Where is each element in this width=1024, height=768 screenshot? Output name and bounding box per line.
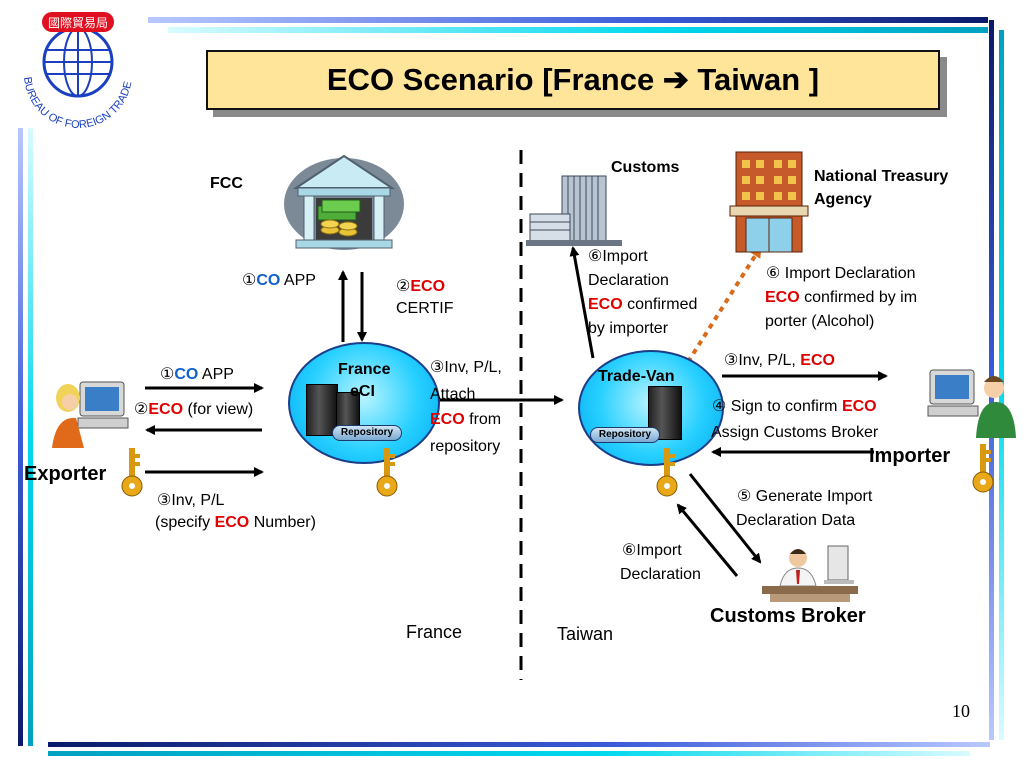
customs-building-icon <box>526 175 622 246</box>
step-gen-1: ⑤ Generate Import <box>737 488 873 505</box>
slide-title: ECO Scenario [France ➔ Taiwan ] <box>206 50 940 110</box>
step-broker-1: ⑥Import <box>622 542 682 559</box>
importer-key-icon <box>972 444 994 493</box>
step-fcc-co-num: ① <box>242 272 257 289</box>
tradevan-key-icon <box>656 448 678 497</box>
left-bar-dark <box>18 128 23 746</box>
treasury-label-2: Agency <box>814 191 872 208</box>
exporter-label: Exporter <box>24 463 107 485</box>
tradevan-repository: Repository <box>590 427 660 443</box>
step-fcc-certif-text: CERTIF <box>396 300 454 317</box>
customs-broker-label: Customs Broker <box>710 605 866 627</box>
importer-label: Importer <box>869 445 951 467</box>
step-treas-1: ⑥ Import Declaration <box>766 265 916 282</box>
step-fcc-co-app: ①CO APP <box>242 270 316 292</box>
step-attach-2: Attach <box>430 386 476 403</box>
step-exp-view-eco: ECO <box>148 401 184 418</box>
step-attach-from: from <box>464 411 502 428</box>
step-exp-eco-view: ②ECO (for view) <box>134 399 253 421</box>
arrow-tradevan-to-treasury <box>686 245 762 364</box>
step-assign-broker: Assign Customs Broker <box>711 424 879 441</box>
logo-chinese-text: 國際貿易局 <box>48 16 108 30</box>
step-treas-2: ECO confirmed by im <box>765 287 917 309</box>
exporter-key-icon <box>121 448 143 497</box>
step-fcc-co-text: APP <box>280 272 316 289</box>
treasury-building-icon <box>729 151 809 253</box>
step-treas-confirmed: confirmed by im <box>799 289 918 306</box>
customs-label: Customs <box>611 159 680 176</box>
step-treas-eco: ECO <box>765 289 800 306</box>
france-eci-label-1: France <box>338 361 391 378</box>
arrow-broker-to-tradevan <box>676 503 739 577</box>
step-attach-4: repository <box>430 438 501 455</box>
step-exp-inv-1: ③Inv, P/L <box>157 492 225 509</box>
step-sign-confirm: ④ Sign to confirm ECO <box>712 396 877 418</box>
step-cust-confirmed: confirmed <box>622 296 698 313</box>
left-bar-cyan <box>28 128 33 746</box>
step-exp-inv-2: (specify ECO Number) <box>155 512 316 534</box>
step-exp-co-code: CO <box>174 366 199 383</box>
step-imp-inv: ③Inv, P/L, ECO <box>724 350 835 372</box>
fcc-bank-icon <box>284 154 404 250</box>
page-number: 10 <box>952 701 970 721</box>
bottom-bar-cyan <box>48 751 970 756</box>
step-attach-eco: ECO <box>430 411 465 428</box>
step-broker-2: Declaration <box>620 566 701 583</box>
arrow-tradevan-to-broker <box>688 473 762 564</box>
step-imp-inv-text: ③Inv, P/L, <box>724 352 801 369</box>
step-cust-1: ⑥Import <box>588 248 648 265</box>
step-fcc-eco-certif: ②ECO <box>396 276 445 298</box>
step-sign-text: ④ Sign to confirm <box>712 398 842 415</box>
top-bar-cyan <box>168 27 988 33</box>
trade-van-node <box>578 350 724 466</box>
eci-key-icon <box>376 448 398 497</box>
step-fcc-co-code: CO <box>256 272 281 289</box>
step-exp-co-app: ①CO APP <box>160 364 234 386</box>
step-imp-inv-eco: ECO <box>800 352 835 369</box>
slide-title-text: ECO Scenario [France ➔ Taiwan ] <box>326 62 820 97</box>
taiwan-region-label: Taiwan <box>557 624 614 644</box>
bottom-bar-dark <box>48 742 990 747</box>
top-bar-dark <box>148 17 988 23</box>
step-cust-3: ECO confirmed <box>588 294 697 316</box>
france-eci-label-2: eCI <box>350 383 375 400</box>
eci-server-icon <box>306 384 338 436</box>
step-exp-inv-2a: (specify <box>155 514 215 531</box>
step-exp-inv-eco: ECO <box>214 514 250 531</box>
customs-broker-person-icon <box>762 545 858 602</box>
step-exp-co-text: APP <box>198 366 234 383</box>
step-exp-inv-2b: Number) <box>249 514 316 531</box>
step-exp-co-num: ① <box>160 366 175 383</box>
eci-repository: Repository <box>332 425 402 441</box>
france-region-label: France <box>406 622 463 642</box>
step-attach-3: ECO from <box>430 409 501 431</box>
step-exp-view-num: ② <box>134 401 149 418</box>
bureau-logo: 國際貿易局 BUREAU OF FOREIGN TRADE <box>21 12 134 131</box>
treasury-label-1: National Treasury <box>814 168 949 185</box>
border-divider <box>519 150 523 680</box>
step-attach-1: ③Inv, P/L, <box>430 359 502 376</box>
step-cust-2: Declaration <box>588 272 669 289</box>
step-cust-eco: ECO <box>588 296 623 313</box>
step-fcc-cert-num: ② <box>396 278 411 295</box>
step-treas-3: porter (Alcohol) <box>765 313 875 330</box>
step-exp-view-text: (for view) <box>183 401 254 418</box>
step-sign-eco: ECO <box>841 398 877 415</box>
importer-person-icon <box>927 369 1016 438</box>
step-fcc-cert-eco: ECO <box>410 278 446 295</box>
step-cust-4: by importer <box>588 320 669 337</box>
trade-van-label: Trade-Van <box>598 368 675 385</box>
arrow-tradevan-to-customs <box>569 246 595 359</box>
step-gen-2: Declaration Data <box>736 512 856 529</box>
exporter-person-icon <box>52 381 129 448</box>
fcc-label: FCC <box>210 175 243 192</box>
